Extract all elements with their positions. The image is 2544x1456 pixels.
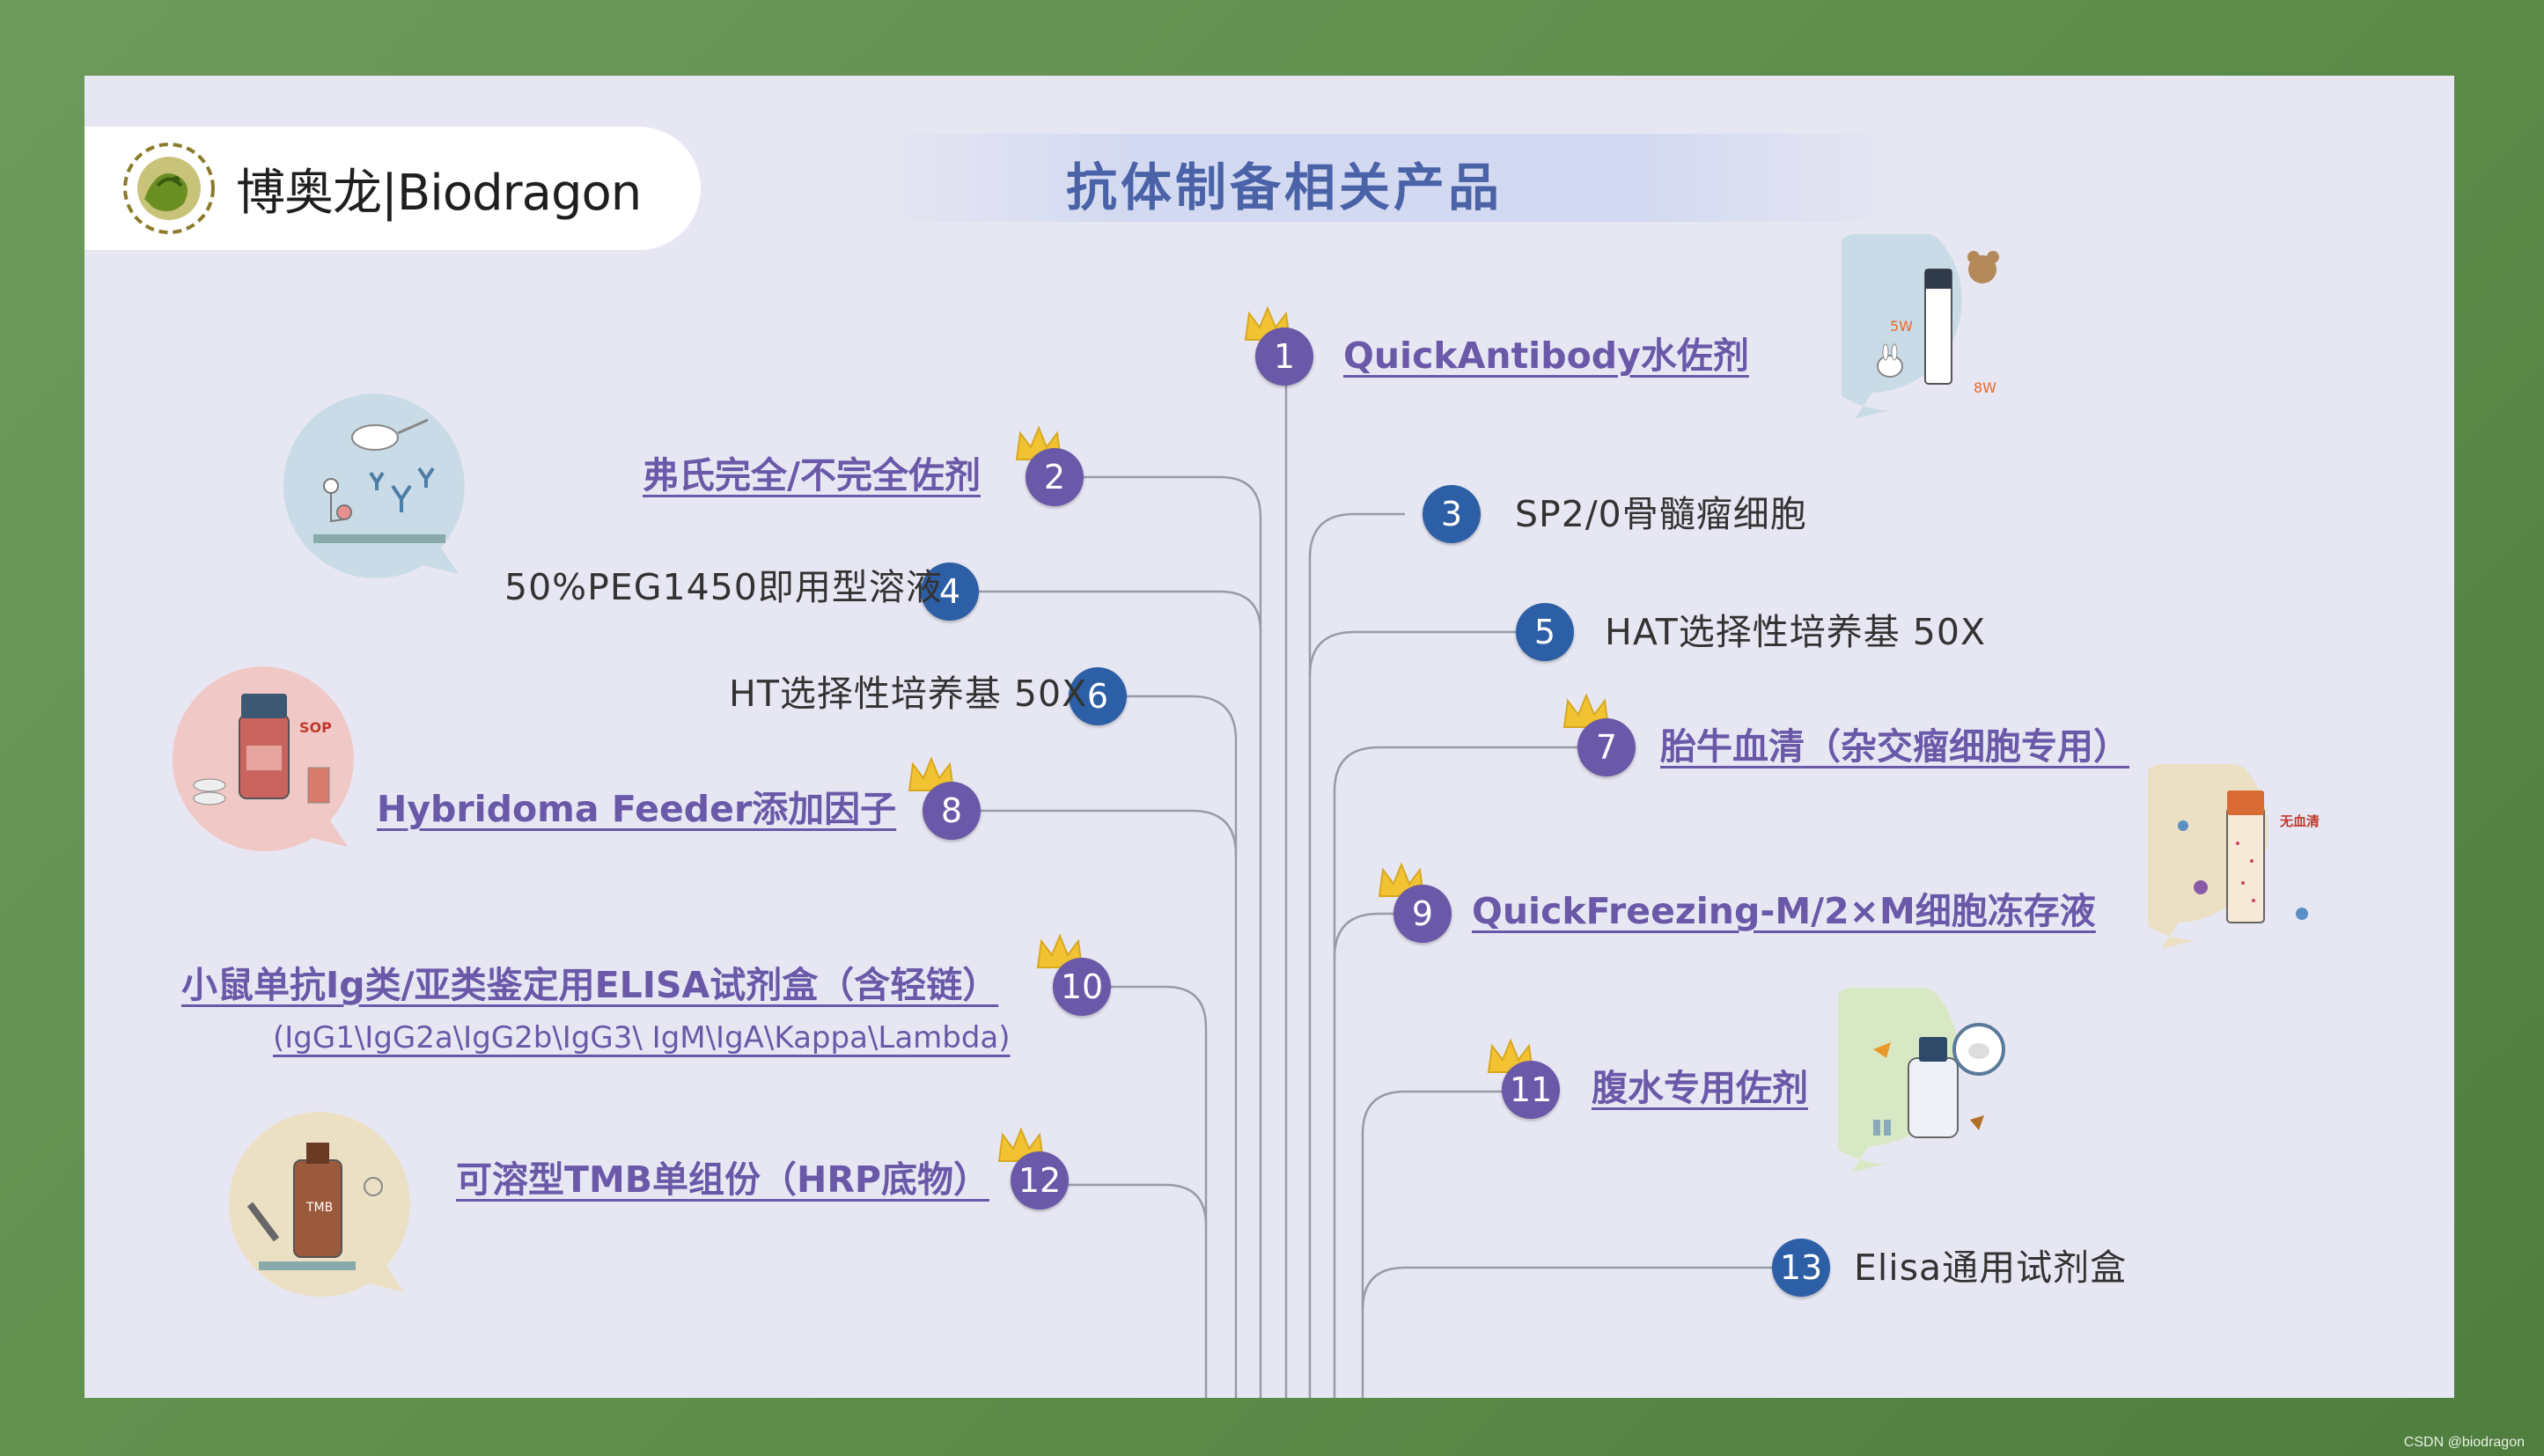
- badge-1: 1: [1255, 327, 1313, 386]
- tmb-illustration: TMB: [228, 1112, 410, 1297]
- quickantibody-illustration: 5W 8W: [1842, 234, 1999, 419]
- freezing-illustration: 无血清: [2148, 764, 2320, 949]
- weeks-8-text: 8W: [1974, 379, 1996, 396]
- serum-free-text: 无血清: [2279, 813, 2320, 829]
- product-10-sublabel[interactable]: (IgG1\IgG2a\IgG2b\IgG3\ IgM\IgA\Kappa\La…: [273, 1020, 1011, 1055]
- product-10-link[interactable]: 小鼠单抗Ig类/亚类鉴定用ELISA试剂盒（含轻链）: [181, 964, 999, 1006]
- badge-10: 10: [1053, 958, 1111, 1016]
- product-11-link[interactable]: 腹水专用佐剂: [1592, 1067, 1808, 1109]
- immunization-illustration: [283, 393, 465, 578]
- badge-6: 6: [1069, 667, 1127, 725]
- badge-4: 4: [921, 563, 979, 621]
- badge-11: 11: [1502, 1061, 1560, 1119]
- page-title: 抗体制备相关产品: [1066, 158, 1504, 217]
- watermark: CSDN @biodragon: [2403, 1435, 2525, 1450]
- product-5-label: HAT选择性培养基 50X: [1605, 611, 1987, 653]
- product-8-link[interactable]: Hybridoma Feeder添加因子: [377, 788, 897, 830]
- product-12-link[interactable]: 可溶型TMB单组份（HRP底物）: [456, 1158, 989, 1201]
- badge-7: 7: [1577, 718, 1636, 776]
- product-2-link[interactable]: 弗氏完全/不完全佐剂: [643, 454, 981, 496]
- sop-text: SOP: [299, 719, 332, 736]
- weeks-5-text: 5W: [1890, 318, 1913, 335]
- ascites-illustration: [1838, 988, 2005, 1173]
- brand-name: 博奥龙|Biodragon: [236, 165, 642, 222]
- badge-2: 2: [1026, 448, 1084, 506]
- slide: 博奥龙|Biodragon 抗体制备相关产品 1 QuickAntibody水佐…: [85, 76, 2454, 1398]
- product-7-link[interactable]: 胎牛血清（杂交瘤细胞专用）: [1660, 725, 2129, 768]
- badge-3: 3: [1423, 485, 1481, 543]
- product-1-link[interactable]: QuickAntibody水佐剂: [1343, 335, 1749, 377]
- badge-13: 13: [1772, 1239, 1830, 1297]
- product-4-label: 50%PEG1450即用型溶液: [504, 566, 943, 608]
- connector-lines: [974, 357, 1785, 1398]
- title-band: [868, 134, 1907, 222]
- product-3-label: SP2/0骨髓瘤细胞: [1515, 493, 1807, 535]
- brand-header: 博奥龙|Biodragon: [85, 127, 701, 250]
- product-9-link[interactable]: QuickFreezing-M/2×M细胞冻存液: [1472, 890, 2096, 932]
- biodragon-logo-icon: [123, 143, 215, 234]
- badge-12: 12: [1011, 1151, 1069, 1210]
- badge-5: 5: [1516, 603, 1574, 661]
- badge-8: 8: [923, 782, 981, 840]
- tmb-text: TMB: [305, 1201, 333, 1215]
- product-13-label: Elisa通用试剂盒: [1854, 1246, 2128, 1289]
- product-6-label: HT选择性培养基 50X: [729, 673, 1088, 715]
- feeder-illustration: SOP: [172, 666, 354, 851]
- badge-9: 9: [1393, 885, 1452, 943]
